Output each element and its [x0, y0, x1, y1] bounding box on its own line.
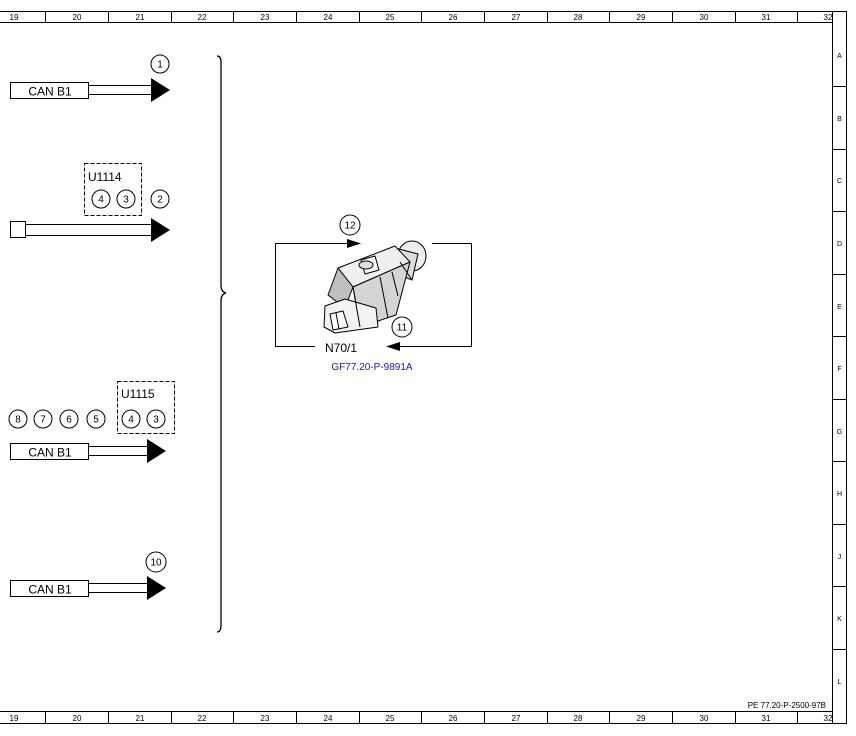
- arrow-icon: [151, 218, 170, 242]
- col-label: 19: [10, 714, 19, 723]
- col-label: 28: [574, 13, 583, 22]
- callout-12: 12: [344, 221, 356, 232]
- u1115-pin: 4: [128, 415, 134, 426]
- row-pin: 8: [15, 415, 21, 426]
- row-label: E: [837, 304, 842, 311]
- col-label: 25: [386, 714, 395, 723]
- arrow-icon: [147, 576, 166, 600]
- component-reference-link[interactable]: GF77.20-P-9891A: [331, 362, 412, 373]
- row-label: C: [837, 178, 842, 185]
- arrow-icon: [386, 342, 400, 351]
- u1114-pin: 3: [123, 195, 129, 206]
- col-label: 31: [762, 714, 771, 723]
- col-label: 21: [136, 714, 145, 723]
- can-b1-label-top: CAN B1: [28, 85, 72, 99]
- sheet-frame: [0, 11, 847, 724]
- col-label: 27: [512, 13, 521, 22]
- col-label: 32: [824, 714, 833, 723]
- row-pin: 7: [40, 415, 46, 426]
- col-label: 31: [762, 13, 771, 22]
- arrow-icon: [151, 78, 170, 102]
- col-label: 25: [386, 13, 395, 22]
- col-label: 30: [700, 714, 709, 723]
- row-label: K: [837, 616, 842, 623]
- can-b1-label-mid: CAN B1: [28, 446, 72, 460]
- top-column-ruler: 19 20 21 22 23 24 25 26 27 28 29 30 31 3…: [10, 12, 833, 22]
- col-label: 22: [198, 714, 207, 723]
- row-label: J: [838, 554, 842, 561]
- row-label: H: [837, 491, 842, 498]
- row-label: G: [837, 429, 842, 436]
- row-label: F: [837, 366, 841, 373]
- col-label: 20: [73, 13, 82, 22]
- can-b1-line-top: CAN B1 1: [10, 54, 170, 102]
- callout-10: 10: [150, 558, 162, 569]
- component-id: N70/1: [325, 341, 357, 355]
- connector-icon: [323, 240, 427, 334]
- u1115-pin: 3: [153, 415, 159, 426]
- col-label: 23: [261, 13, 270, 22]
- arrow-icon: [347, 239, 361, 248]
- row-pin: 5: [93, 415, 99, 426]
- col-label: 20: [73, 714, 82, 723]
- can-b1-line-mid: 8 7 6 5 U1115 4 3 CAN B1: [8, 381, 175, 463]
- u1115-label: U1115: [121, 387, 155, 401]
- u1114-connector-box: [84, 163, 142, 216]
- u1115-connector-box: [117, 381, 175, 434]
- callout-1: 1: [157, 60, 163, 71]
- n70-1-component: 12 11 N70/1 GF77.20-P-9891A: [275, 214, 472, 373]
- col-label: 29: [637, 714, 646, 723]
- col-label: 32: [824, 13, 833, 22]
- grouping-brace: [216, 55, 227, 633]
- col-label: 23: [261, 714, 270, 723]
- callout-2: 2: [157, 195, 163, 206]
- bottom-column-ruler: 19 20 21 22 23 24 25 26 27 28 29 30 31 3…: [10, 712, 833, 723]
- document-id: PE 77.20-P-2500-97B: [748, 701, 826, 710]
- col-label: 26: [449, 13, 458, 22]
- col-label: 29: [637, 13, 646, 22]
- row-label: D: [837, 241, 842, 248]
- col-label: 28: [574, 714, 583, 723]
- can-b1-line-bottom: CAN B1 10: [10, 551, 167, 600]
- col-label: 19: [10, 13, 19, 22]
- row-pin: 6: [66, 415, 72, 426]
- row-label: A: [837, 53, 842, 60]
- callout-11: 11: [397, 323, 408, 334]
- right-row-ruler: A B C D E F G H J K L: [833, 53, 846, 686]
- arrow-icon: [147, 439, 166, 463]
- col-label: 24: [324, 714, 333, 723]
- row-label: B: [837, 116, 842, 123]
- col-label: 30: [700, 13, 709, 22]
- col-label: 21: [136, 13, 145, 22]
- u1114-pin: 4: [98, 195, 104, 206]
- col-label: 24: [324, 13, 333, 22]
- col-label: 26: [449, 714, 458, 723]
- col-label: 27: [512, 714, 521, 723]
- row-label: L: [838, 679, 842, 686]
- u1114-line: U1114 4 3 2: [10, 163, 170, 242]
- can-b1-label-bottom: CAN B1: [28, 583, 72, 597]
- col-label: 22: [198, 13, 207, 22]
- u1114-label: U1114: [88, 170, 122, 184]
